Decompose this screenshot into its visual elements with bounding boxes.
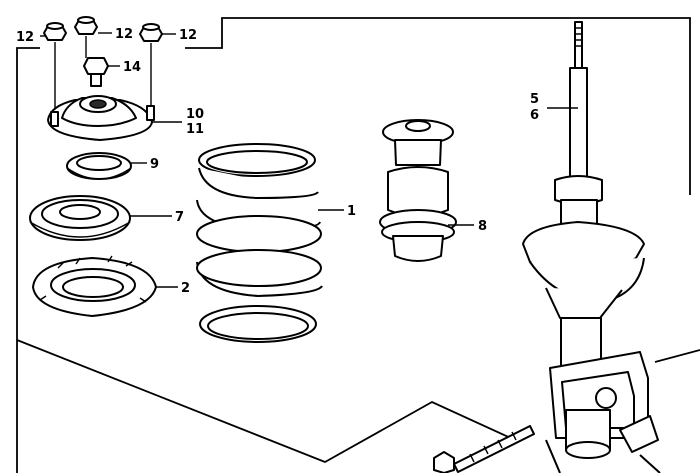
- flange-nut-left: [43, 22, 67, 115]
- flange-nut-right: [139, 23, 163, 112]
- callout-12-left: 12: [16, 30, 34, 45]
- coil-spring: [196, 143, 323, 343]
- diagram-frame: [16, 17, 700, 473]
- callout-9: 9: [150, 157, 159, 172]
- callout-12-middle: 12: [115, 27, 133, 42]
- callout-6: 6: [530, 108, 539, 123]
- strut-upper-mount: [47, 95, 155, 141]
- flange-nut-middle: [74, 16, 98, 58]
- shock-absorber: [522, 21, 661, 473]
- callout-7: 7: [175, 210, 184, 225]
- callout-8: 8: [478, 219, 487, 234]
- callout-1: 1: [347, 204, 356, 219]
- spring-insulator: [32, 255, 157, 317]
- bump-stop: [379, 119, 457, 262]
- callout-12-right: 12: [179, 28, 197, 43]
- callout-5: 5: [530, 92, 539, 107]
- strut-bearing: [66, 152, 132, 180]
- callout-2: 2: [181, 281, 190, 296]
- mounting-bolt: [433, 425, 535, 473]
- self-locking-nut: [83, 57, 109, 87]
- callout-14: 14: [123, 60, 141, 75]
- upper-spring-seat: [29, 195, 131, 241]
- callout-11: 11: [186, 122, 204, 137]
- leader-lines: [40, 32, 578, 288]
- callout-10: 10: [186, 107, 204, 122]
- callout-labels: 12 12 12 14 10 11 9 7 2 1 8 5 6: [16, 27, 539, 296]
